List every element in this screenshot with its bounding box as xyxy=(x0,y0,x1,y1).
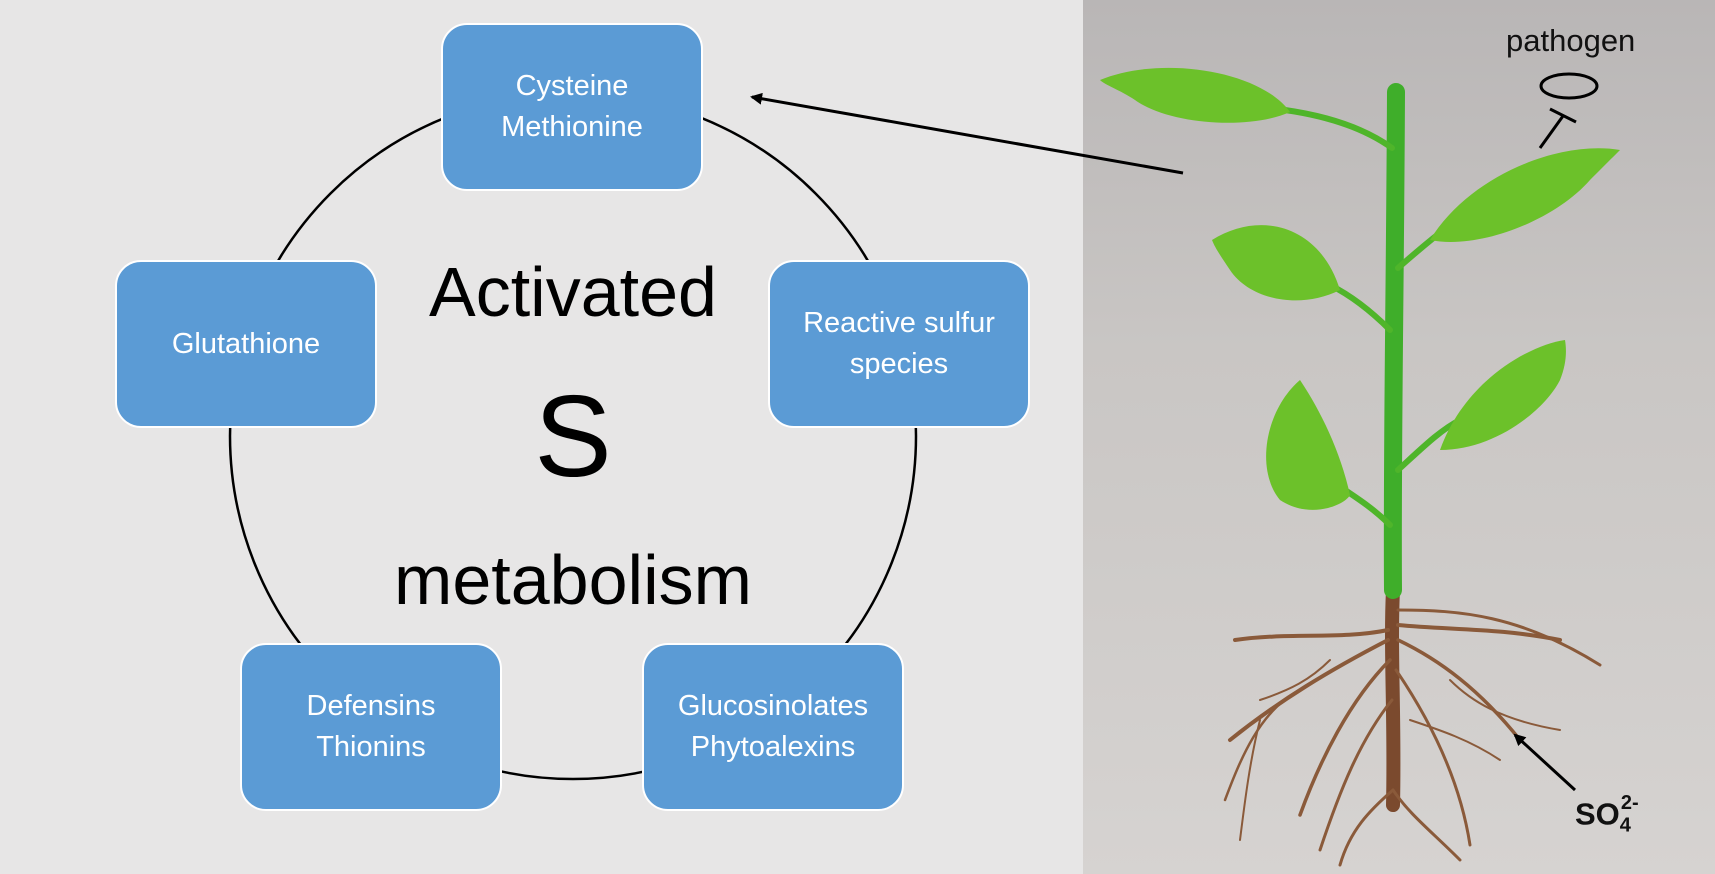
node-glucosinolates-phytoalexins: Glucosinolates Phytoalexins xyxy=(642,643,904,811)
sulfate-base: SO xyxy=(1575,796,1620,832)
node-line: Glucosinolates xyxy=(677,690,869,722)
sulfate-uptake-arrow xyxy=(1513,733,1577,792)
center-title-s: S xyxy=(534,371,612,501)
node-line: Phytoalexins xyxy=(690,731,856,763)
plant-roots xyxy=(1223,583,1602,867)
leaf xyxy=(1440,340,1566,450)
node-glutathione: Glutathione xyxy=(115,260,377,428)
center-title-activated: Activated xyxy=(429,253,717,331)
node-line: Methionine xyxy=(501,111,643,143)
pathogen-symbol xyxy=(1539,72,1599,100)
node-line: Thionins xyxy=(316,731,426,763)
leaf xyxy=(1266,380,1350,510)
node-line: Reactive sulfur xyxy=(803,307,995,339)
plant-drawing xyxy=(1100,67,1620,867)
center-title-metabolism: metabolism xyxy=(394,541,752,619)
leaf xyxy=(1100,67,1290,123)
node-line: species xyxy=(849,348,949,380)
node-line: Cysteine xyxy=(515,70,629,102)
plant-stem xyxy=(1383,83,1405,599)
node-line: Defensins xyxy=(306,690,436,722)
node-line: Glutathione xyxy=(171,327,321,360)
sulfate-label: SO42- xyxy=(1575,792,1649,838)
node-cysteine-methionine: Cysteine Methionine xyxy=(441,23,703,191)
plant-to-cysteine-arrow xyxy=(750,92,1184,175)
leaf xyxy=(1212,225,1340,301)
sulfate-subscript: 4 xyxy=(1619,814,1631,837)
pathogen-label: pathogen xyxy=(1506,23,1636,58)
sulfate-superscript: 2- xyxy=(1620,792,1639,814)
leaf xyxy=(1430,148,1620,242)
node-reactive-sulfur-species: Reactive sulfur species xyxy=(768,260,1030,428)
node-defensins-thionins: Defensins Thionins xyxy=(240,643,502,811)
